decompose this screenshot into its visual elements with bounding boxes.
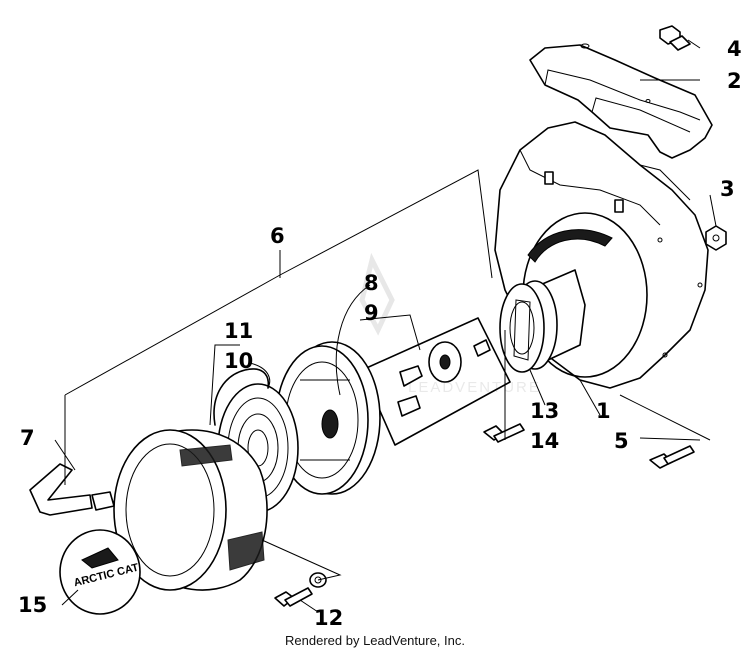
callout-1: 1 [596,399,611,423]
starter-rope-part [213,368,270,426]
callout-10: 10 [224,349,253,373]
callout-12: 12 [314,606,343,630]
bolt-12-part [274,572,327,607]
callout-3: 3 [720,177,735,201]
callout-15: 15 [18,593,47,617]
callout-8: 8 [364,271,379,295]
decal-part: ARCTIC CAT [59,529,141,615]
recoil-case-part [113,429,268,591]
starter-pulley-part [275,341,381,495]
pawl-kit-panel [361,317,511,446]
callout-7: 7 [20,426,35,450]
leader-lines [54,39,717,613]
callout-14: 14 [530,429,559,453]
callout-11: 11 [224,319,253,343]
bolt-14-part [483,423,525,443]
callout-6: 6 [270,224,285,248]
starter-handle-part [29,463,115,516]
pulley-hub-part [499,269,586,373]
bolt-4-part [659,25,691,51]
callout-labels: 1 2 3 4 5 6 7 8 9 10 11 12 13 14 15 [18,37,742,630]
callout-9: 9 [364,301,379,325]
callout-5: 5 [614,429,629,453]
shroud-plate-part [529,43,713,159]
footer-credit: Rendered by LeadVenture, Inc. [285,633,465,648]
callout-13: 13 [530,399,559,423]
callout-2: 2 [727,69,742,93]
watermark-text: LEADVENTURE [408,379,541,396]
grommet-3-part [705,225,727,251]
bolt-5-part [649,445,695,469]
callout-4: 4 [727,37,742,61]
